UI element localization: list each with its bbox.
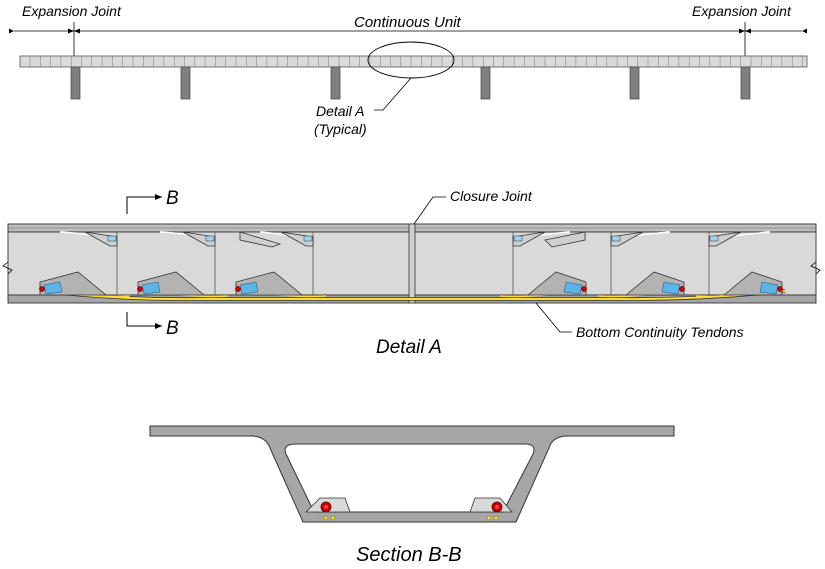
detail-a-view: B B Closure Joint Bottom Continuity Tend…	[2, 188, 821, 358]
closure-joint-leader	[413, 196, 446, 225]
deck-segment-lines	[29, 56, 803, 67]
dim-arrow-right	[802, 28, 807, 34]
expansion-joint-right-label: Expansion Joint	[692, 3, 792, 19]
detail-a-title: Detail A	[376, 337, 442, 358]
section-b-b-view: Section B-B	[149, 425, 675, 566]
continuous-unit-label: Continuous Unit	[354, 14, 462, 31]
detail-a-leader	[374, 77, 412, 111]
pier-5	[629, 66, 640, 100]
anchor-duct-ends	[39, 286, 783, 292]
pier-6	[740, 66, 751, 100]
section-mark-top-label: B	[166, 188, 179, 209]
top-anchor-blisters	[84, 231, 742, 248]
detail-a-callout-label: Detail A	[316, 103, 365, 119]
continuity-tendon-ducts	[323, 515, 499, 521]
closure-joint	[408, 223, 416, 304]
bottom-tendons-label: Bottom Continuity Tendons	[576, 324, 744, 340]
detail-a-callout-sublabel: (Typical)	[314, 121, 367, 137]
break-symbol-right	[810, 261, 821, 275]
bottom-tendons-leader	[535, 302, 572, 333]
section-cut-arrow-top	[126, 194, 162, 214]
pier-1	[70, 66, 81, 100]
expansion-joint-left-label: Expansion Joint	[22, 3, 122, 19]
closure-joint-label: Closure Joint	[450, 188, 533, 204]
section-b-b-title: Section B-B	[356, 544, 462, 566]
pier-2	[180, 66, 191, 100]
pier-3	[330, 66, 341, 100]
dim-arrow-left	[9, 28, 14, 34]
elevation-deck	[19, 55, 808, 68]
section-cut-arrow-bottom	[126, 312, 162, 329]
top-anchor-plates	[107, 235, 719, 242]
elevation-view: Expansion Joint Expansion Joint Continuo…	[9, 3, 808, 137]
bottom-anchor-plates	[43, 281, 779, 295]
section-mark-bottom-label: B	[166, 318, 179, 339]
pier-4	[480, 66, 491, 100]
break-symbol-left	[2, 261, 13, 275]
